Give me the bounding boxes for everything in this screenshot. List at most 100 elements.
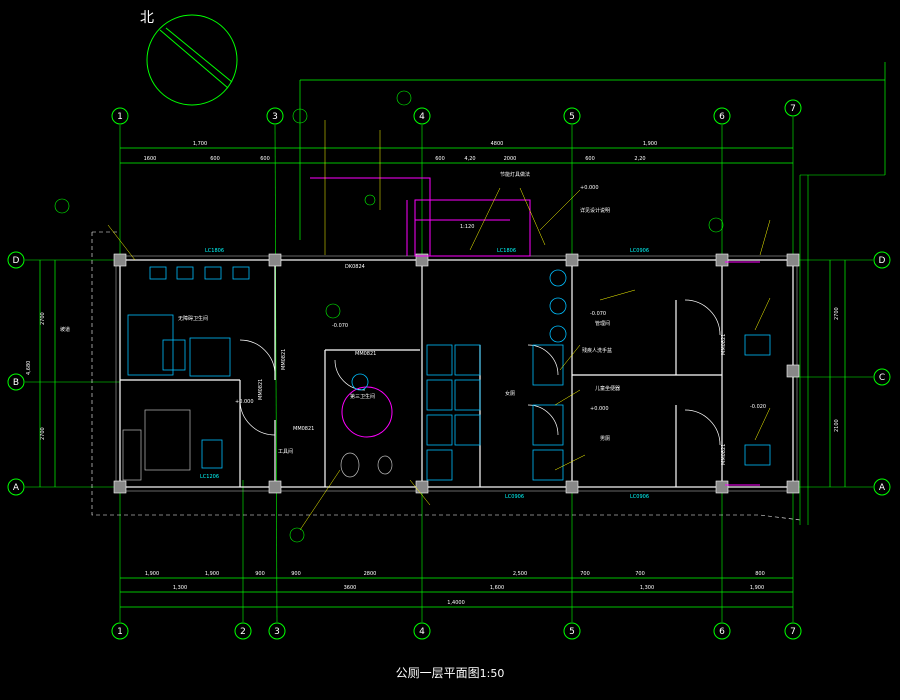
dim-bottom-6: 2,500 <box>513 571 527 577</box>
door-code-2: MM0821 <box>293 426 314 432</box>
dim-bottom-5: 2800 <box>364 571 377 577</box>
toilet-icon <box>426 344 481 481</box>
elevation-6: +0.000 <box>580 185 599 191</box>
dim-bottom-7: 700 <box>580 571 590 577</box>
north-arrow-icon: 北 <box>140 10 238 106</box>
dim-bottom2-1: 1,300 <box>173 585 187 591</box>
room-label-accessible-wc: 无障碍卫生间 <box>178 315 208 322</box>
elevation-1: -0.070 <box>332 323 348 329</box>
door-code-3: MM0821 <box>258 379 264 400</box>
dim-bottom-2: 1,900 <box>205 571 219 577</box>
dim-bottom-3: 900 <box>255 571 265 577</box>
window-1: LC1806 <box>205 248 224 254</box>
axis-label-7: 7 <box>790 104 796 114</box>
columns <box>113 253 800 494</box>
window-5: LC0906 <box>630 494 649 500</box>
doors <box>239 299 721 446</box>
note-spec: 详见设计说明 <box>580 207 610 214</box>
door-code-6: MM0821 <box>721 444 727 465</box>
note-slope: 1:120 <box>460 224 474 230</box>
window-2: LC1806 <box>497 248 516 254</box>
axis-label-5: 5 <box>569 112 575 122</box>
dim-top-2: 4800 <box>491 141 504 147</box>
fixtures <box>127 266 771 481</box>
dim-top-1: 1,700 <box>193 141 207 147</box>
axis-label-D-right: D <box>879 256 886 266</box>
dim-bottom2-3: 1,600 <box>490 585 504 591</box>
dim-top2-3: 600 <box>260 156 270 162</box>
reference-markers <box>54 90 724 543</box>
dim-bottom2-5: 1,900 <box>750 585 764 591</box>
dim-top2-5: 4,20 <box>464 156 475 162</box>
dim-bottom-total: 1,4000 <box>447 600 465 606</box>
axis-label-bottom-5: 5 <box>569 627 575 637</box>
walls <box>115 255 798 492</box>
dim-bottom-8: 700 <box>635 571 645 577</box>
elevation-2: -0.070 <box>590 311 606 317</box>
room-label-tools: 工具间 <box>278 448 293 455</box>
axis-label-bottom-3: 3 <box>274 627 280 637</box>
family-fixtures <box>122 409 393 481</box>
urinal-icon <box>149 266 250 280</box>
door-code-5: MM0821 <box>721 334 727 355</box>
window-6: LC1206 <box>200 474 219 480</box>
dim-right-2: 2100 <box>834 419 840 432</box>
door-code-7: DK0824 <box>345 264 365 270</box>
washbasin-icon <box>744 334 771 466</box>
elevation-3: -0.020 <box>750 404 766 410</box>
door-code-1: MM0821 <box>355 351 376 357</box>
drawing-title: 公厕一层平面图1:50 <box>0 664 900 681</box>
toilet-icon <box>127 314 231 469</box>
axis-label-bottom-2: 2 <box>240 627 246 637</box>
north-label: 北 <box>140 10 154 26</box>
dim-top-3: 1,900 <box>643 141 657 147</box>
window-labels: LC1806 LC1806 LC0906 LC0906 LC0906 LC120… <box>200 248 649 500</box>
room-label-3rd-wc: 第三卫生间 <box>350 393 375 400</box>
sink-icon <box>351 269 567 391</box>
axis-label-bottom-7: 7 <box>790 627 796 637</box>
axis-label-A-right: A <box>879 483 886 493</box>
grid-lines <box>25 117 873 623</box>
dim-top2-8: 2,20 <box>634 156 645 162</box>
door-code-4: MM0821 <box>281 349 287 370</box>
dim-bottom-1: 1,900 <box>145 571 159 577</box>
window-4: LC0906 <box>505 494 524 500</box>
axis-label-A: A <box>13 483 20 493</box>
dim-right-1: 2700 <box>834 307 840 320</box>
dim-top2-4: 600 <box>435 156 445 162</box>
axis-label-bottom-6: 6 <box>719 627 725 637</box>
dim-left-1: 2700 <box>40 312 46 325</box>
note-ramp: 坡道 <box>60 326 70 333</box>
axis-label-1: 1 <box>117 112 123 122</box>
dim-bottom-4: 900 <box>291 571 301 577</box>
title-scale: 1:50 <box>479 667 505 680</box>
ramp-outline <box>91 231 801 521</box>
dim-top2-1: 1600 <box>144 156 157 162</box>
elevation-4: +0.000 <box>235 399 254 405</box>
dim-left-2: 4,680 <box>26 361 32 375</box>
axis-label-C-right: C <box>879 373 885 383</box>
dim-bottom2-2: 3600 <box>344 585 357 591</box>
axis-label-bottom-4: 4 <box>419 627 425 637</box>
note-basin: 残疾人洗手盆 <box>582 347 612 354</box>
room-label-mgmt: 管理间 <box>595 320 610 327</box>
magenta-annotations <box>310 177 760 486</box>
room-label-women: 女厕 <box>505 390 515 397</box>
dim-top2-2: 600 <box>210 156 220 162</box>
dim-bottom2-4: 1,300 <box>640 585 654 591</box>
room-labels: MM0821 MM0821 MM0821 MM0821 MM0821 MM082… <box>60 171 766 465</box>
dim-left-3: 2700 <box>40 427 46 440</box>
leader-lines <box>107 120 771 531</box>
axis-label-bottom-1: 1 <box>117 627 123 637</box>
dim-top2-6: 2000 <box>504 156 517 162</box>
title-text: 公厕一层平面图 <box>395 666 480 680</box>
axis-label-3: 3 <box>272 112 278 122</box>
note-lighting: 节能灯具做法 <box>500 171 530 178</box>
axis-label-4: 4 <box>419 112 425 122</box>
elevation-5: +0.000 <box>590 406 609 412</box>
axis-label-6: 6 <box>719 112 725 122</box>
dim-top2-7: 600 <box>585 156 595 162</box>
axis-top <box>111 99 802 125</box>
window-3: LC0906 <box>630 248 649 254</box>
